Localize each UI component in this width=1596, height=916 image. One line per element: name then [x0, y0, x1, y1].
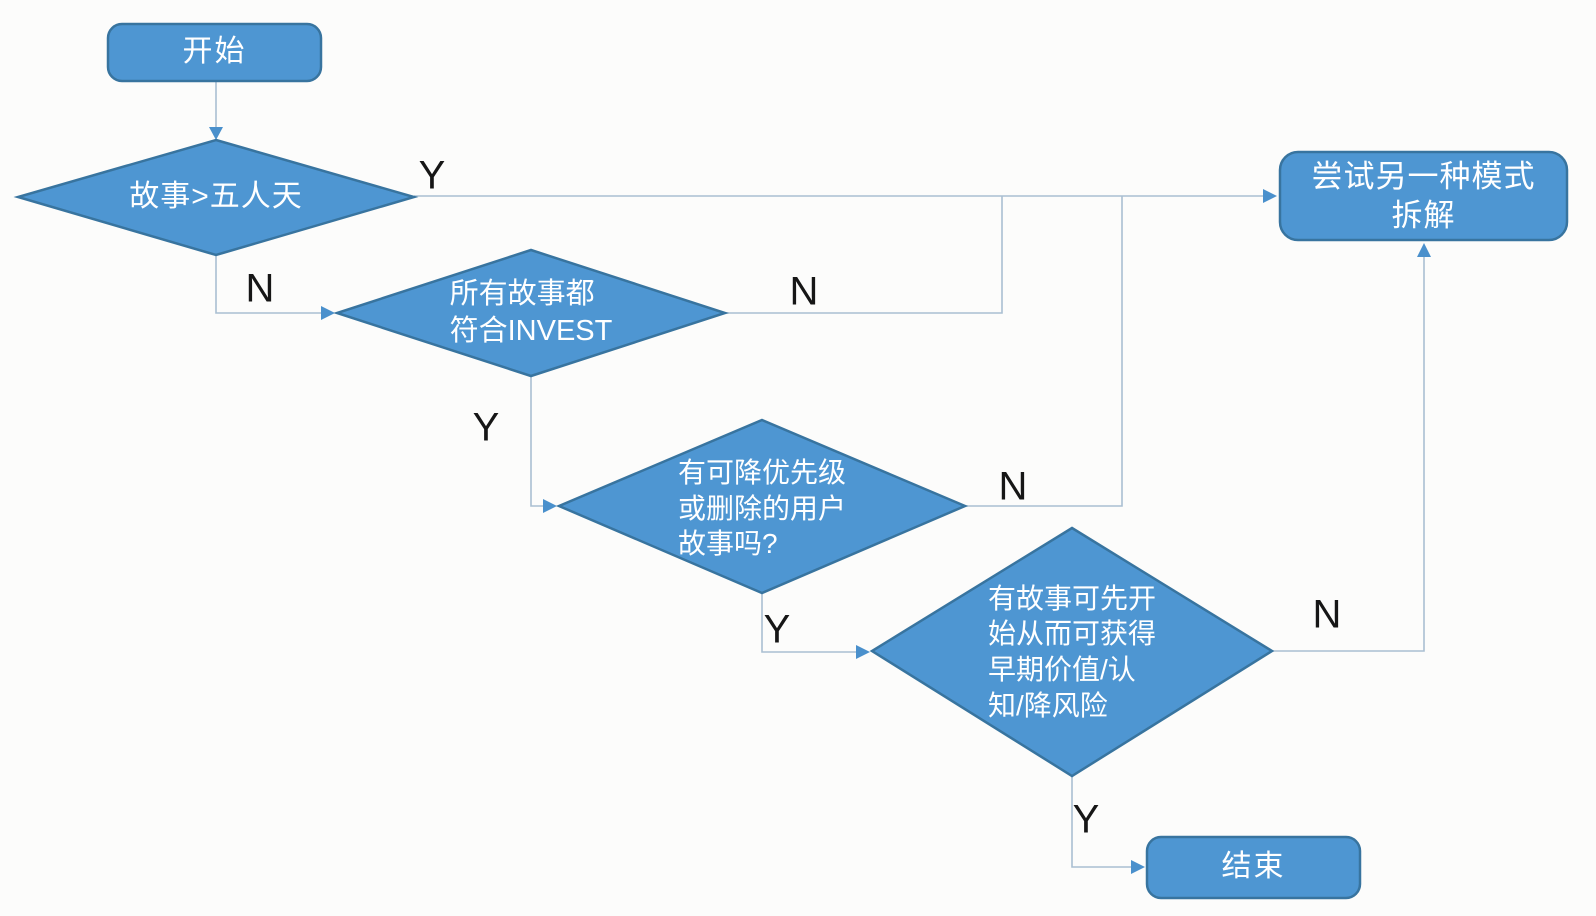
arrowhead-into-try-bottom — [1417, 243, 1431, 257]
edge-d3-no-to-yline — [965, 196, 1123, 507]
end-node-shape — [1145, 835, 1362, 900]
decision-early-value-shape — [869, 526, 1275, 778]
try-another-pattern-node-shape — [1278, 150, 1569, 242]
decision-deprioritize-shape — [555, 418, 969, 595]
arrowhead-into-d1 — [209, 127, 223, 140]
connector-lines — [215, 82, 1425, 868]
arrowhead-into-end — [1131, 860, 1145, 874]
edge-d2-yes-to-d3 — [530, 376, 543, 507]
arrowhead-into-d4 — [856, 645, 870, 659]
decision-story-size-shape — [13, 138, 419, 257]
edge-d4-no-to-try — [1272, 256, 1425, 652]
node-shapes — [13, 22, 1569, 900]
arrowhead-into-try-left — [1263, 189, 1277, 203]
edge-d2-no-to-yline — [725, 196, 1003, 314]
edge-d3-yes-to-d4 — [761, 593, 856, 653]
edge-d1-no-to-d2 — [215, 256, 321, 314]
arrowhead-into-d2 — [321, 306, 335, 320]
arrowhead-into-d3 — [543, 499, 557, 513]
arrowheads — [209, 127, 1431, 874]
edge-d4-yes-to-end — [1071, 776, 1131, 868]
start-node-shape — [106, 22, 323, 83]
decision-invest-shape — [332, 248, 730, 378]
